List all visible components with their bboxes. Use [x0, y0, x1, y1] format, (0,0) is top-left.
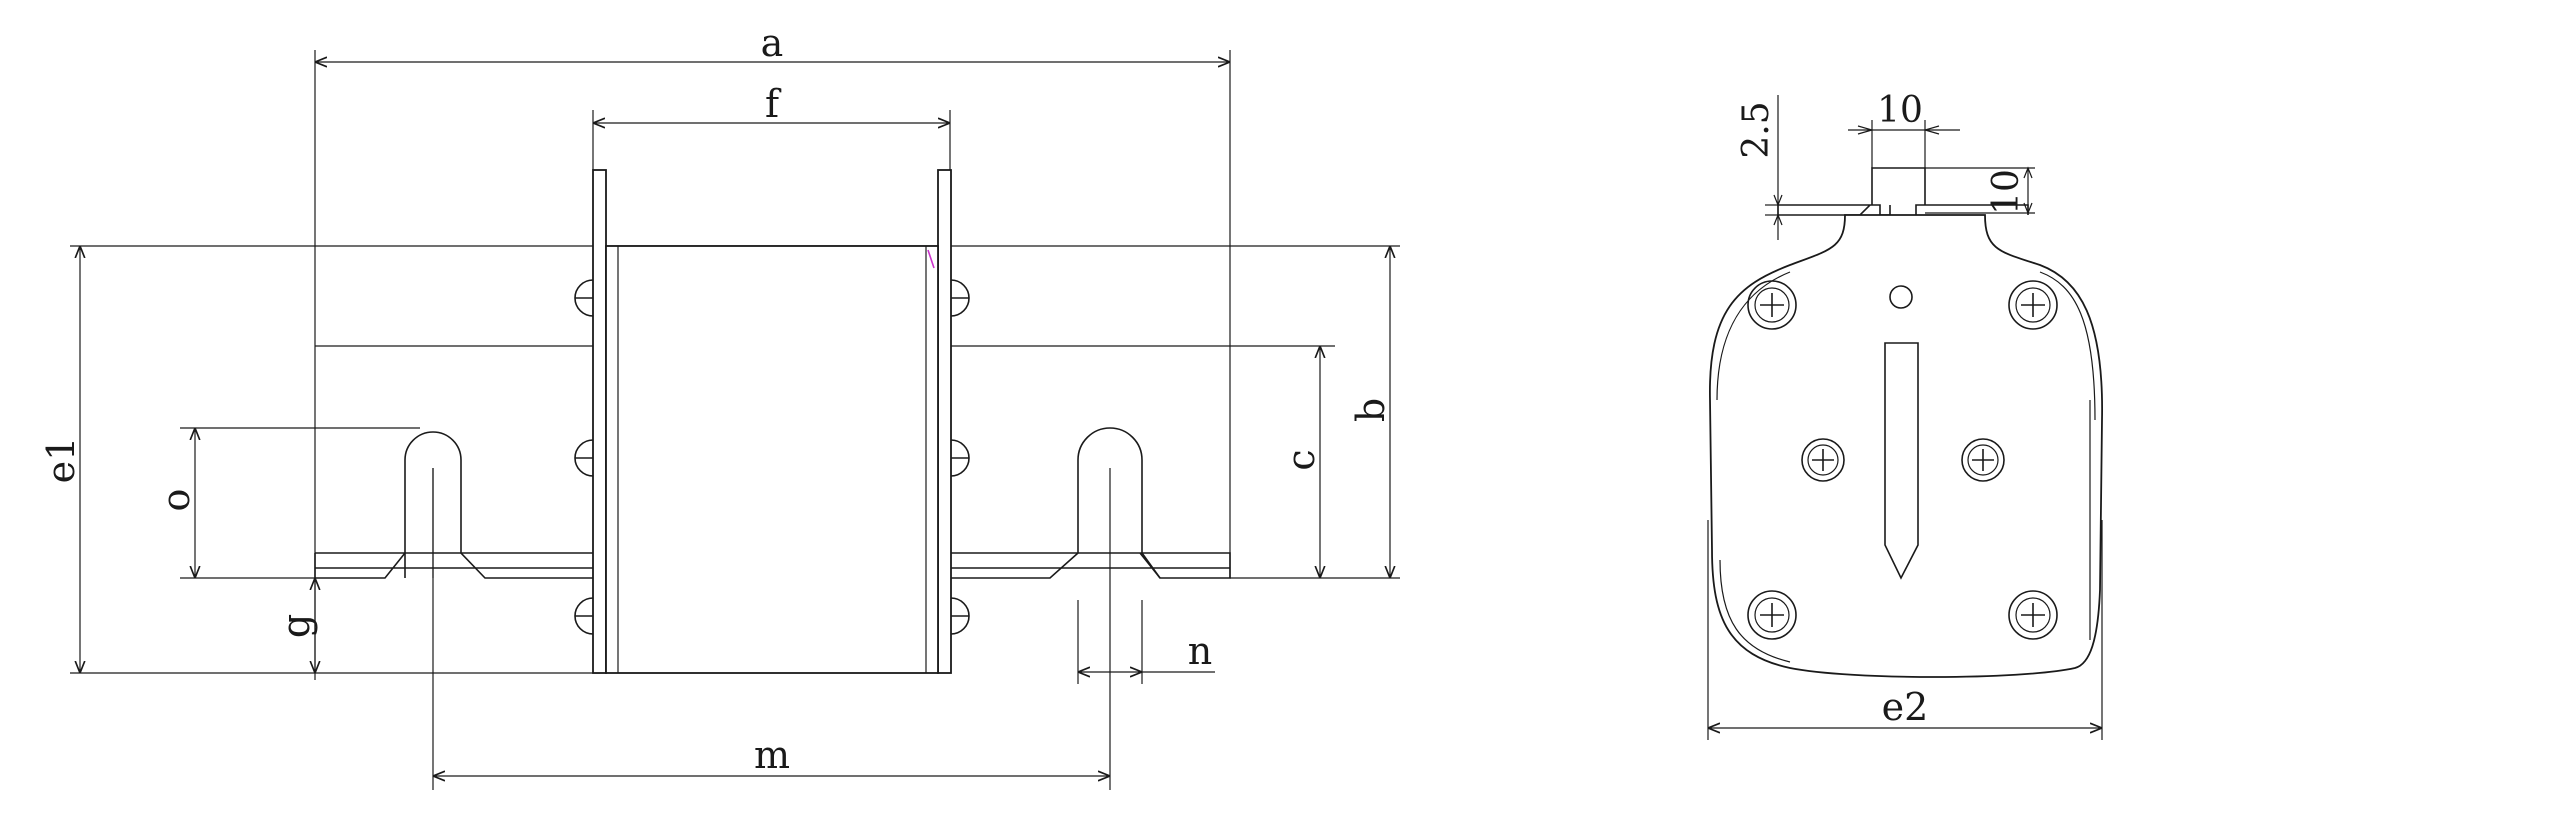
label-c: c: [1279, 449, 1323, 470]
dimension-arrows-2-5: [1773, 194, 1783, 226]
screw-icon: [950, 597, 970, 635]
right-tag-base: [950, 552, 1079, 579]
left-contact-tag: [404, 431, 593, 579]
label-e1: e1: [39, 437, 83, 484]
screw-icon: [574, 597, 594, 635]
screw-icon: [574, 439, 594, 477]
left-blade-plate: [314, 552, 593, 579]
end-cap-outline: [1709, 214, 2103, 678]
label-b: b: [1349, 398, 1393, 422]
end-view: e2 10 10 2.5: [1707, 90, 2103, 740]
label-e2: e2: [1882, 685, 1929, 729]
central-slot: [1884, 342, 1919, 580]
indicator-hole-icon: [1889, 285, 1913, 309]
right-screws: [950, 279, 970, 635]
right-contact-tag: [1077, 427, 1161, 579]
plus-screw-icon: [2008, 280, 2058, 330]
label-10-side: 10: [1986, 169, 2027, 215]
label-o: o: [154, 489, 198, 512]
label-g: g: [274, 614, 318, 638]
screw-icon: [574, 279, 594, 317]
right-end-plate: [937, 169, 952, 674]
dimension-arrows-10-top: [1857, 125, 1940, 135]
label-a: a: [761, 21, 784, 65]
label-f: f: [765, 82, 782, 126]
plus-screw-icon: [1747, 590, 1797, 640]
label-10-top: 10: [1877, 90, 1923, 131]
end-cap-inner-edge: [1716, 271, 2096, 663]
side-view: a f n m e1 b c o g: [39, 21, 1400, 790]
left-screws: [574, 279, 594, 635]
plus-screw-icon: [1801, 438, 1845, 482]
accent-mark: [927, 249, 935, 269]
fuse-body: [605, 245, 939, 674]
label-m: m: [754, 733, 790, 777]
dimension-arrows-10-side: [2023, 166, 2033, 215]
plus-screw-icon: [1747, 280, 1797, 330]
plus-screw-icon: [1961, 438, 2005, 482]
label-2-5: 2.5: [1736, 101, 1777, 158]
plus-screw-icon: [2008, 590, 2058, 640]
screw-icon: [950, 439, 970, 477]
label-n: n: [1188, 629, 1212, 673]
left-end-plate: [592, 169, 607, 674]
screw-icon: [950, 279, 970, 317]
top-blade-tab: [1777, 167, 1926, 216]
right-blade-plate: [950, 552, 1231, 579]
